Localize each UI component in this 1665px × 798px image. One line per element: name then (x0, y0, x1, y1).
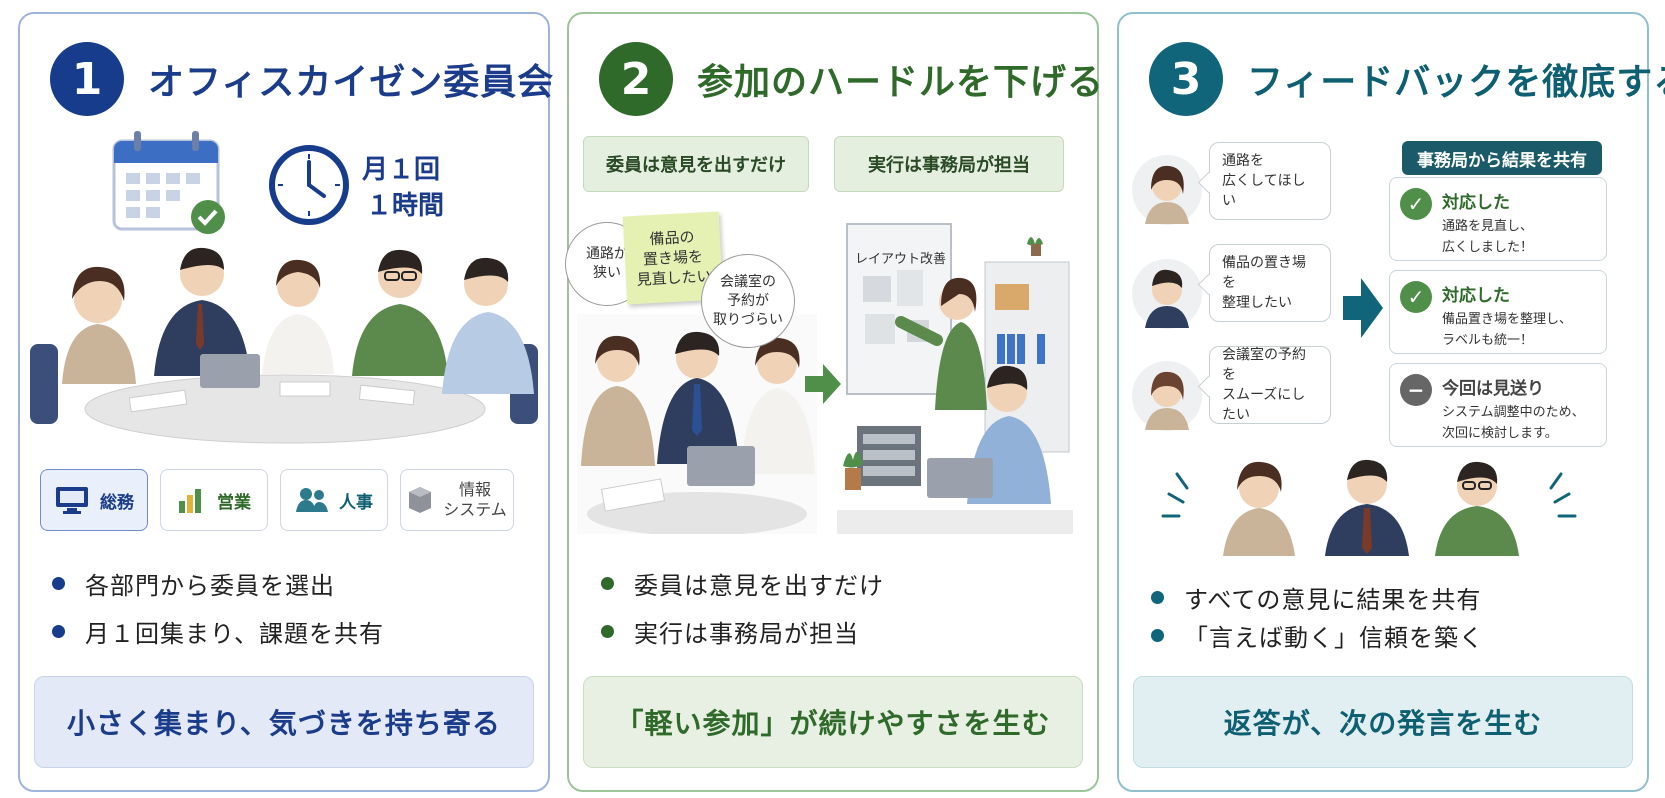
bullet-item: 月１回集まり、課題を共有 (52, 614, 384, 649)
members-discussion-illustration (577, 314, 817, 534)
speech-bubble: 備品の置き場を整理したい (1209, 244, 1331, 322)
calendar-icon (112, 131, 225, 234)
panel-title: 参加のハードルを下げる (697, 62, 1105, 103)
bullet-dot (1151, 629, 1164, 642)
speech-line: 通路を (1222, 153, 1264, 169)
avatar (1132, 259, 1202, 329)
bullet-text: 「言えば動く」信頼を築く (1184, 624, 1484, 652)
check-icon: ✓ (1400, 281, 1432, 313)
computer-icon (56, 487, 88, 514)
bullet-item: すべての意見に結果を共有 (1151, 580, 1481, 615)
freq-line-2: １時間 (366, 191, 445, 221)
happy-team-illustration (1161, 459, 1577, 556)
dept-label: 営業 (217, 492, 251, 513)
speech-bubble: 会議室の予約をスムーズにしたい (1209, 346, 1331, 424)
dept-label: 人事 (339, 492, 373, 513)
bullet-dot (601, 625, 614, 638)
panel-header: 2 参加のハードルを下げる (599, 42, 1104, 116)
panel-footer: 「軽い参加」が続けやすさを生む (583, 676, 1083, 768)
speech-bubble-meeting-room: 会議室の予約が取りづらい (701, 254, 795, 348)
bar-chart-icon (179, 489, 201, 513)
bullet-dot (52, 577, 65, 590)
result-card: ✓ 対応した 備品置き場を整理し、ラベルも統一！ (1389, 270, 1607, 354)
bullet-text: 実行は事務局が担当 (634, 620, 859, 648)
panel-header: 1 オフィスカイゼン委員会 (50, 42, 554, 116)
panel-low-barrier: 2 参加のハードルを下げる 委員は意見を出すだけ 実行は事務局が担当 通路が狭い… (565, 12, 1103, 792)
dept-it[interactable]: 情報 システム (400, 469, 514, 531)
minus-icon: − (1400, 374, 1432, 406)
result-body: 備品置き場を整理し、ラベルも統一！ (1442, 309, 1572, 351)
dept-label: 情報 (458, 480, 491, 499)
panel-footer: 返答が、次の発言を生む (1133, 676, 1633, 768)
panel-committee: 1 オフィスカイゼン委員会 月１回 １時間 (18, 12, 553, 792)
result-heading: 対応した (1442, 286, 1510, 306)
result-line: システム調整中のため、 (1442, 405, 1585, 420)
result-heading: 対応した (1442, 193, 1510, 213)
result-body: システム調整中のため、次回に検討します。 (1442, 402, 1585, 444)
speech-line: 広くしてほしい (1222, 173, 1306, 209)
panel-title: オフィスカイゼン委員会 (148, 62, 555, 103)
meeting-frequency: 月１回 １時間 (362, 152, 444, 224)
avatar (1132, 361, 1202, 431)
step-number: 1 (50, 42, 124, 116)
dept-label: 総務 (100, 492, 134, 513)
bullet-item: 「言えば動く」信頼を築く (1151, 618, 1484, 653)
people-icon (296, 488, 328, 512)
result-heading: 今回は見送り (1442, 379, 1544, 399)
bubble-line: 通路が (586, 246, 628, 262)
arrow-right-icon (1343, 278, 1383, 338)
panel-title: フィードバックを徹底する (1247, 62, 1665, 103)
panel-footer: 小さく集まり、気づきを持ち寄る (34, 676, 534, 768)
result-body: 通路を見直し、広くしました！ (1442, 216, 1533, 258)
speech-line: 会議室の予約を (1222, 347, 1306, 383)
bullet-item: 各部門から委員を選出 (52, 566, 335, 601)
check-icon: ✓ (1400, 188, 1432, 220)
speech-line: 備品の置き場を (1222, 255, 1306, 291)
dept-sales[interactable]: 営業 (160, 469, 268, 531)
bullet-dot (601, 577, 614, 590)
bubble-line: 会議室の (720, 273, 776, 290)
bullet-dot (1151, 591, 1164, 604)
result-line: 備品置き場を整理し、 (1442, 312, 1573, 327)
panel-header: 3 フィードバックを徹底する (1149, 42, 1665, 116)
speech-line: 整理したい (1222, 295, 1292, 311)
clock-icon (269, 145, 349, 225)
server-icon (409, 487, 432, 513)
bubble-line: 取りづらい (713, 311, 783, 328)
result-card: − 今回は見送り システム調整中のため、次回に検討します。 (1389, 363, 1607, 447)
bubble-line: 狭い (593, 265, 621, 281)
bullet-text: 月１回集まり、課題を共有 (85, 620, 385, 648)
panel-feedback: 3 フィードバックを徹底する 通路を広くしてほしい 備品の置き場を整理したい 会… (1117, 12, 1665, 792)
avatar (1132, 155, 1202, 225)
note-line: 見直したい (636, 267, 712, 289)
dept-general-affairs[interactable]: 総務 (40, 469, 148, 531)
bullet-item: 実行は事務局が担当 (601, 614, 859, 649)
step-number: 3 (1149, 42, 1223, 116)
freq-line-1: 月１回 (362, 155, 441, 185)
result-line: 次回に検討します。 (1442, 426, 1558, 441)
arrow-right-icon (805, 364, 841, 404)
office-executes-illustration (837, 223, 1073, 534)
result-line: ラベルも統一！ (1442, 333, 1534, 348)
step-number: 2 (599, 42, 673, 116)
tag-members-opinion: 委員は意見を出すだけ (583, 136, 809, 192)
result-line: 広くしました！ (1442, 240, 1534, 255)
board-label: レイアウト改善 (855, 252, 947, 267)
bullet-item: 委員は意見を出すだけ (601, 566, 884, 601)
bubble-line: 予約が (727, 292, 769, 309)
result-section-title: 事務局から結果を共有 (1402, 141, 1602, 175)
bullet-text: 委員は意見を出すだけ (634, 572, 884, 600)
dept-it-label: 情報 システム (443, 480, 507, 520)
tag-office-executes: 実行は事務局が担当 (834, 136, 1064, 192)
bullet-text: 各部門から委員を選出 (85, 572, 335, 600)
bullet-dot (52, 625, 65, 638)
result-card: ✓ 対応した 通路を見直し、広くしました！ (1389, 177, 1607, 261)
dept-hr[interactable]: 人事 (280, 469, 388, 531)
meeting-illustration (30, 247, 538, 444)
bullet-text: すべての意見に結果を共有 (1184, 586, 1482, 614)
dept-label: システム (443, 500, 507, 519)
result-line: 通路を見直し、 (1442, 219, 1534, 234)
speech-line: スムーズにしたい (1222, 387, 1306, 423)
speech-bubble: 通路を広くしてほしい (1209, 142, 1331, 220)
